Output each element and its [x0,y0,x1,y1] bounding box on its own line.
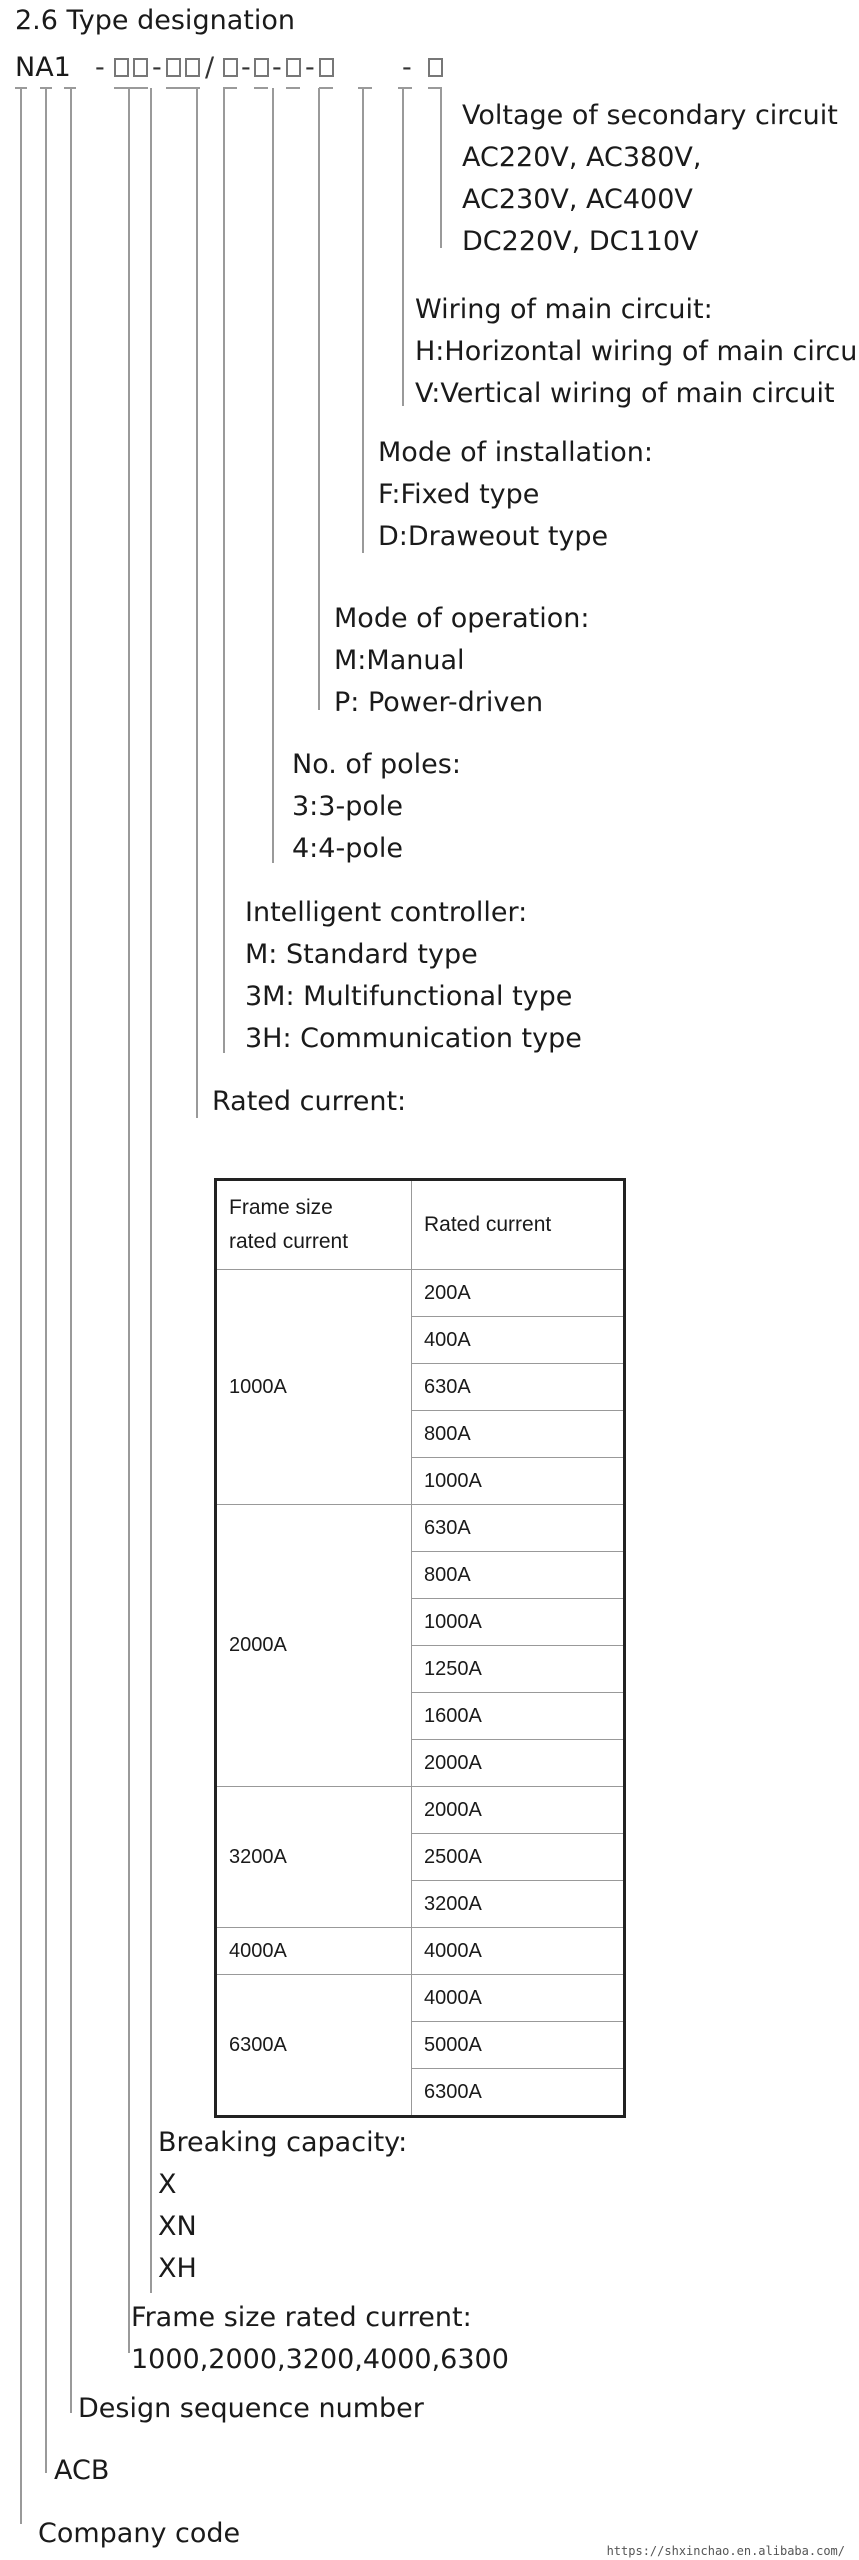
model-separator: - [402,52,412,83]
model-separator: - [305,52,315,83]
rated-current-cell: 200A [411,1269,625,1317]
frame-size-cell: 4000A [215,1927,412,1975]
frame-size-cell: 1000A [215,1269,412,1505]
model-separator: - [241,52,251,83]
table-row: 800A [216,1551,625,1599]
watermark: https://shxinchao.en.alibaba.com/ [606,2544,845,2558]
frame-size-values: 1000,2000,3200,4000,6300 [131,2344,509,2375]
rated-current-cell: 5000A [411,2021,625,2069]
installation-title: Mode of installation: [378,437,653,468]
rated-current-cell: 4000A [411,1927,625,1975]
acb-label: ACB [54,2455,110,2486]
rated-current-cell: 800A [411,1410,625,1458]
table-row: 5000A [216,2021,625,2069]
model-prefix: NA1 [15,52,71,83]
model-slash: / [205,52,215,83]
wiring-title: Wiring of main circuit: [415,294,713,325]
code-box [286,58,301,77]
frame-size-cell: 2000A [215,1504,412,1787]
code-box [114,58,129,77]
table-row: 1250A [216,1645,625,1693]
voltage-option: AC220V, AC380V, [462,142,702,173]
rated-current-cell: 630A [411,1504,625,1552]
code-box [223,58,238,77]
breaking-title: Breaking capacity: [158,2127,408,2158]
frame-size-cell: 6300A [215,1974,412,2117]
poles-option: 3:3-pole [292,791,403,822]
frame-size-title: Frame size rated current: [131,2302,472,2333]
header-frame-line1: Frame size [229,1196,333,1219]
design-sequence-label: Design sequence number [78,2393,424,2424]
company-code-label: Company code [38,2518,241,2549]
table-row: 800A [216,1410,625,1458]
rated-current-cell: 630A [411,1363,625,1411]
poles-option: 4:4-pole [292,833,403,864]
controller-option: 3H: Communication type [245,1023,582,1054]
controller-title: Intelligent controller: [245,897,528,928]
rated-current-cell: 1000A [411,1598,625,1646]
voltage-title: Voltage of secondary circuit [462,100,838,131]
table-row: 2500A [216,1833,625,1881]
rated-current-title: Rated current: [212,1086,407,1117]
code-box [185,58,200,77]
voltage-option: DC220V, DC110V [462,226,699,257]
rated-current-cell: 2500A [411,1833,625,1881]
code-box [319,58,334,77]
installation-option: F:Fixed type [378,479,540,510]
operation-option: P: Power-driven [334,687,544,718]
model-separator: - [152,52,162,83]
section-heading: 2.6 Type designation [15,5,295,36]
rated-current-cell: 3200A [411,1880,625,1928]
table-header-frame: Frame size rated current [215,1179,412,1270]
breaking-option: XN [158,2211,197,2242]
table-row: 1000A [216,1457,625,1505]
poles-title: No. of poles: [292,749,461,780]
operation-option: M:Manual [334,645,465,676]
model-separator: - [95,52,105,83]
wiring-option: V:Vertical wiring of main circuit [415,378,835,409]
rated-current-cell: 1000A [411,1457,625,1505]
rated-current-cell: 800A [411,1551,625,1599]
wiring-option: H:Horizontal wiring of main circuit [415,336,859,367]
table-row: 2000A [216,1739,625,1787]
controller-option: 3M: Multifunctional type [245,981,573,1012]
rated-current-cell: 6300A [411,2068,625,2117]
operation-title: Mode of operation: [334,603,590,634]
rated-current-cell: 2000A [411,1739,625,1787]
rated-current-cell: 4000A [411,1974,625,2022]
table-header-row: Frame size rated current Rated current [215,1179,625,1270]
table-row: 6300A [216,2068,625,2117]
voltage-option: AC230V, AC400V [462,184,693,215]
rated-current-cell: 1250A [411,1645,625,1693]
rated-current-cell: 400A [411,1316,625,1364]
model-separator: - [272,52,282,83]
header-frame-line2: rated current [229,1230,349,1253]
table-row: 3200A [216,1880,625,1928]
code-box [166,58,181,77]
frame-size-cell: 3200A [215,1786,412,1928]
breaking-option: XH [158,2253,197,2284]
rated-current-cell: 1600A [411,1692,625,1740]
controller-option: M: Standard type [245,939,478,970]
installation-option: D:Draweout type [378,521,609,552]
code-box [133,58,148,77]
breaking-option: X [158,2169,177,2200]
rated-current-cell: 2000A [411,1786,625,1834]
code-box [428,58,443,77]
code-box [254,58,269,77]
table-header-rated: Rated current [411,1179,625,1270]
rated-current-table: Frame size rated current Rated current 10… [214,1178,626,2118]
